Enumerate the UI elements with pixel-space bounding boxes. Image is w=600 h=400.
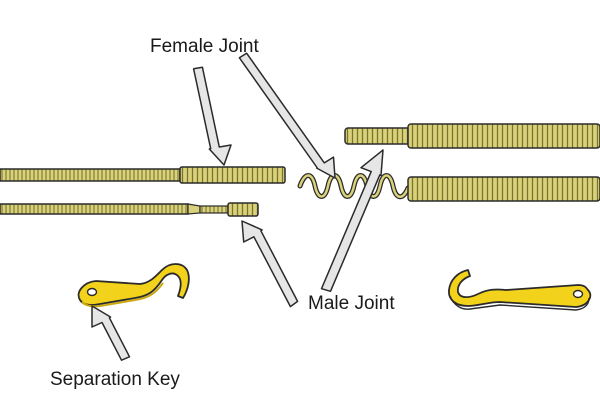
rod-icon: [0, 203, 189, 215]
key-hole: [86, 287, 98, 297]
arrow-icon: [238, 52, 336, 179]
arrow-icon: [91, 305, 131, 361]
separation-key-right: [448, 269, 592, 311]
rod-taper: [187, 203, 201, 215]
rod-right-top: [344, 123, 600, 149]
rod-icon: [0, 168, 181, 182]
male-joint-label: Male Joint: [308, 293, 395, 314]
rod-left-top: [0, 166, 286, 184]
arrow-icon: [192, 66, 232, 166]
female-joint-label: Female Joint: [150, 36, 259, 57]
separation-key-label: Separation Key: [50, 369, 180, 390]
hook-key-icon: [448, 269, 592, 308]
arrow-separation-key: [91, 305, 131, 361]
arrow-female-right: [238, 52, 336, 179]
rod-neck: [199, 205, 229, 214]
arrow-male-left: [241, 220, 299, 308]
hook-key-icon: [77, 263, 190, 306]
arrow-male-right: [320, 149, 384, 293]
key-edge-shadow: [81, 282, 164, 308]
key-hole: [572, 289, 584, 299]
rod-female-end: [179, 166, 286, 184]
rod-male-end: [227, 202, 259, 217]
rod-left-bottom: [0, 202, 259, 217]
separation-key-left: [77, 263, 190, 308]
key-edge-shadow: [449, 295, 590, 311]
rod-right-bottom: [297, 173, 600, 202]
arrow-icon: [320, 149, 384, 293]
rod-icon: [407, 123, 600, 149]
rod-icon: [344, 127, 411, 145]
spring-coil-inner: [298, 174, 410, 198]
arrow-icon: [241, 220, 299, 308]
rod-icon: [407, 176, 600, 202]
arrow-female-left: [192, 66, 232, 166]
